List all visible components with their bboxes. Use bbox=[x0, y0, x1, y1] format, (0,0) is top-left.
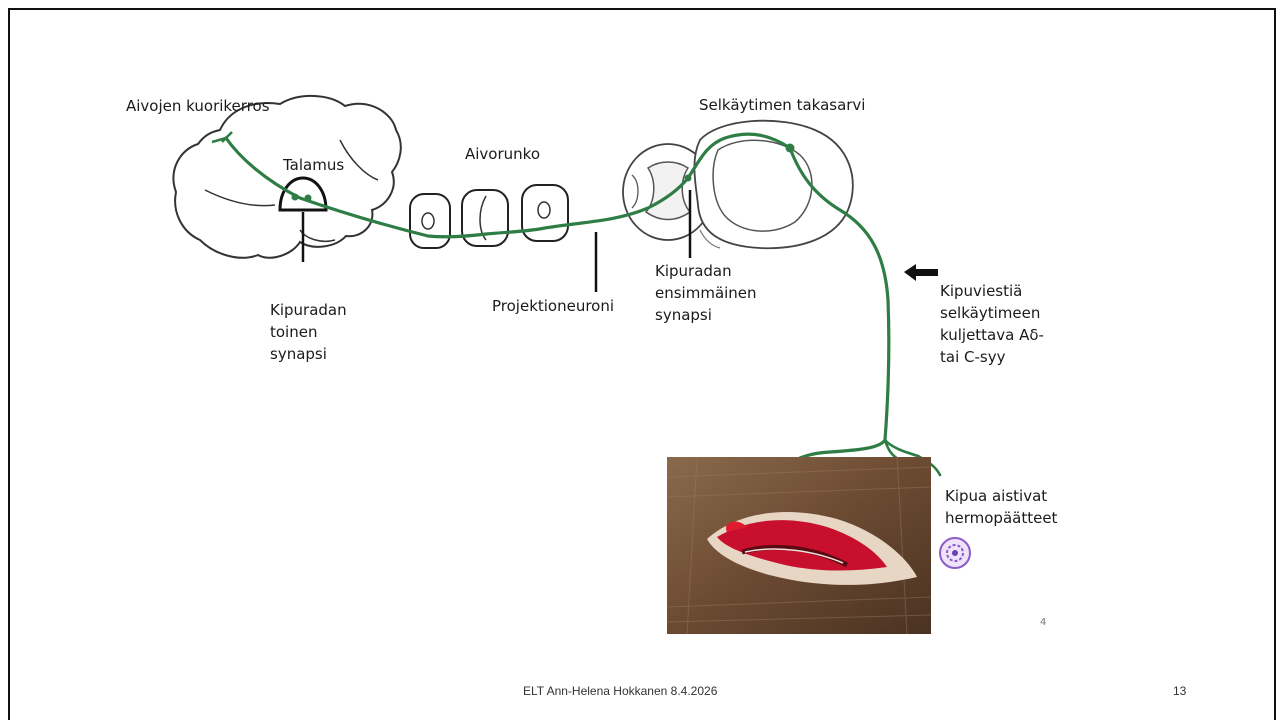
brain-fold bbox=[205, 190, 275, 206]
brain-outline bbox=[173, 96, 400, 258]
brainstem-disc bbox=[522, 185, 568, 241]
brainstem-label: Aivorunko bbox=[465, 143, 540, 165]
left-arrow-icon bbox=[904, 264, 938, 281]
label-line: Kipuviestiä bbox=[940, 280, 1044, 302]
cortex-label: Aivojen kuorikerros bbox=[126, 95, 270, 117]
projection-neuron-label: Projektioneuroni bbox=[492, 295, 614, 317]
page-number: 13 bbox=[1173, 684, 1186, 698]
first-synapse-label: Kipuradan ensimmäinen synapsi bbox=[655, 260, 757, 326]
brainstem-disc bbox=[410, 194, 450, 248]
label-line: ensimmäinen bbox=[655, 282, 757, 304]
receptors-label: Kipua aistivat hermopäätteet bbox=[945, 485, 1057, 529]
wound-photo bbox=[667, 457, 931, 634]
brainstem-disc bbox=[462, 190, 508, 246]
nerve-ending-icon bbox=[940, 538, 970, 568]
brain-fold bbox=[300, 230, 335, 241]
dorsal-horn-label: Selkäytimen takasarvi bbox=[699, 94, 865, 116]
thalamus-label: Talamus bbox=[283, 154, 344, 176]
label-line: synapsi bbox=[270, 343, 347, 365]
label-line: Kipua aistivat bbox=[945, 485, 1057, 507]
footer-author: ELT Ann-Helena Hokkanen 8.4.2026 bbox=[523, 684, 717, 698]
label-line: kuljettava Aδ- bbox=[940, 324, 1044, 346]
label-line: selkäytimeen bbox=[940, 302, 1044, 324]
label-line: Kipuradan bbox=[655, 260, 757, 282]
label-line: hermopäätteet bbox=[945, 507, 1057, 529]
label-line: synapsi bbox=[655, 304, 757, 326]
brain-fold bbox=[340, 140, 378, 180]
label-line: tai C-syy bbox=[940, 346, 1044, 368]
image-ref-number: 4 bbox=[1040, 612, 1046, 634]
label-line: Kipuradan bbox=[270, 299, 347, 321]
label-line: toinen bbox=[270, 321, 347, 343]
second-synapse-label: Kipuradan toinen synapsi bbox=[270, 299, 347, 365]
fiber-label: Kipuviestiä selkäytimeen kuljettava Aδ- … bbox=[940, 280, 1044, 368]
